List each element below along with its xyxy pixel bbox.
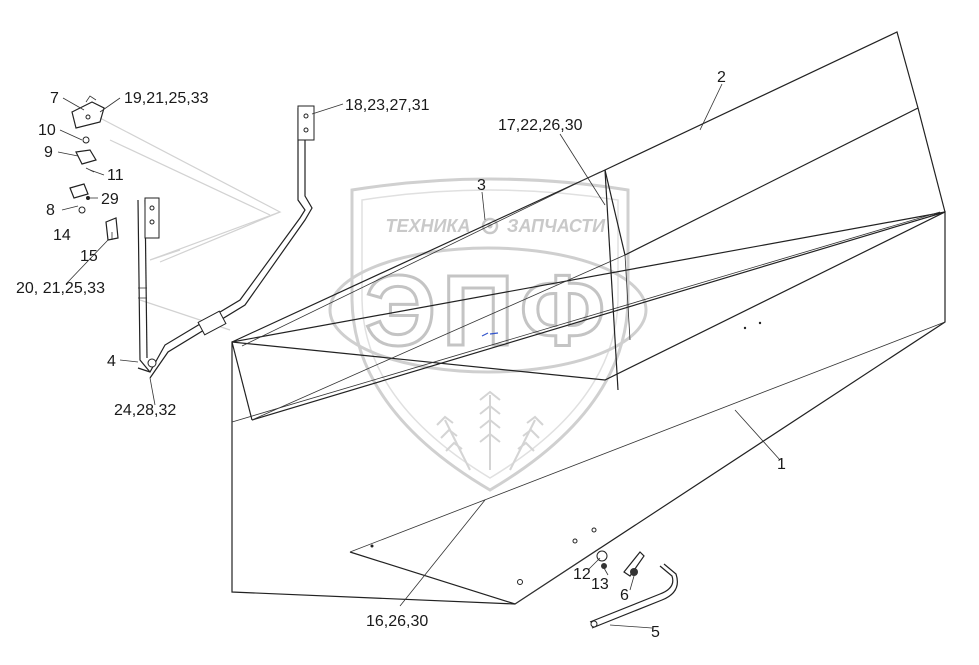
bracket-support [137, 105, 315, 379]
callout-29: 29 [101, 191, 119, 208]
callout-6: 6 [620, 587, 629, 604]
callout-4: 4 [107, 353, 116, 370]
watermark-text-right: ЗАПЧАСТИ [507, 216, 606, 236]
watermark-logo-ring [328, 246, 648, 374]
callout-11: 11 [107, 167, 124, 184]
callout-16-26-30: 16,26,30 [366, 613, 428, 630]
panel-main [231, 211, 946, 605]
hardware-cluster [69, 95, 119, 241]
callout-7: 7 [50, 90, 59, 107]
callout-24-28-32: 24,28,32 [114, 402, 176, 419]
callout-19-21-25-33: 19,21,25,33 [124, 90, 209, 107]
callout-labels: 7 19,21,25,33 18,23,27,31 10 9 11 29 8 1… [16, 69, 786, 641]
callout-20-21-25-33: 20, 21,25,33 [16, 280, 105, 297]
callout-17-22-26-30: 17,22,26,30 [498, 117, 583, 134]
panel-middle [481, 169, 631, 391]
callout-18-23-27-31: 18,23,27,31 [345, 97, 430, 114]
callout-9: 9 [44, 144, 53, 161]
callout-3: 3 [477, 177, 486, 194]
callout-14: 14 [53, 227, 71, 244]
leader-lines [57, 83, 781, 629]
callout-10: 10 [38, 122, 56, 139]
callout-2: 2 [717, 69, 726, 86]
callout-5: 5 [651, 624, 660, 641]
callout-8: 8 [46, 202, 55, 219]
panel-upper [231, 31, 946, 421]
wheat-icon [436, 390, 544, 471]
callout-12: 12 [573, 566, 591, 583]
watermark-text-left: ТЕХНИКА [385, 216, 470, 236]
watermark-shield [350, 177, 630, 492]
watermark: ТЕХНИКА ЗАПЧАСТИ ЭПФ [328, 177, 648, 492]
callout-15: 15 [80, 248, 98, 265]
callout-13: 13 [591, 576, 609, 593]
reference-outline [99, 117, 282, 331]
callout-1: 1 [777, 456, 786, 473]
